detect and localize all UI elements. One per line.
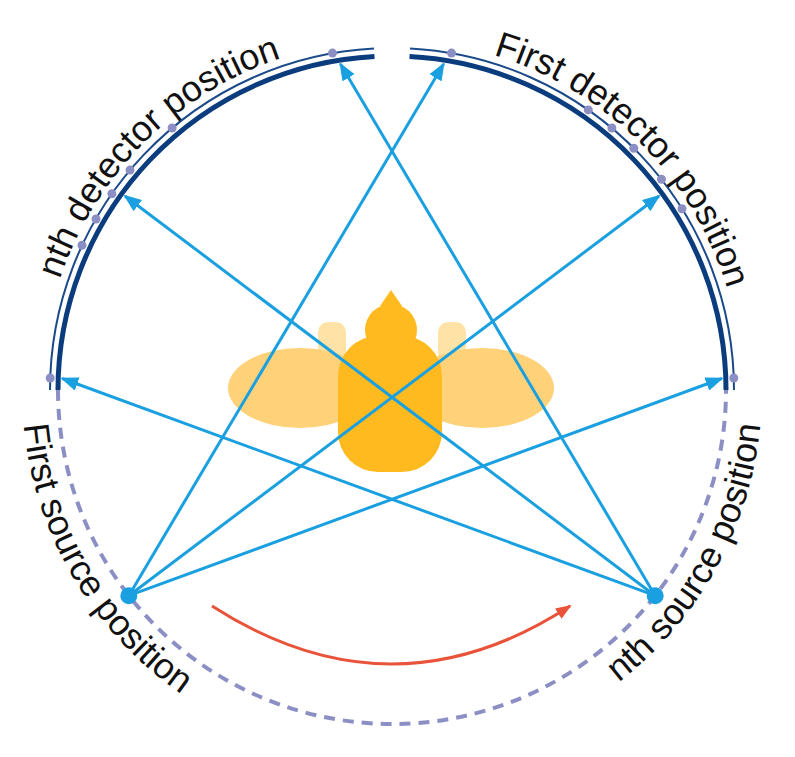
position-label: First source position [16,421,201,701]
rotation-arrow [212,606,570,664]
x-ray-beam [62,64,722,596]
position-label: nth source position [598,421,769,689]
position-label: First detector position [491,23,759,291]
scanned-object [228,290,554,472]
position-label: nth detector position [29,27,284,282]
